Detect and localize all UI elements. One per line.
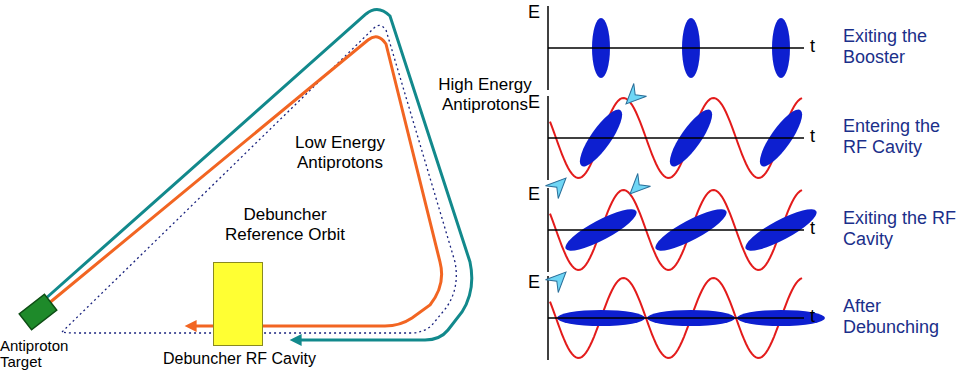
rf-cavity: Debuncher RF Cavity: [213, 262, 263, 346]
target-shape: [16, 292, 60, 332]
beam-label: High Energy Antiprotons: [430, 75, 540, 114]
motion-arrow: [620, 83, 647, 110]
motion-arrow: [624, 173, 651, 200]
orbit-label: Debuncher Reference Orbit: [215, 205, 355, 244]
target-block: Antiproton Target: [16, 292, 60, 332]
axis-label: t: [810, 218, 824, 239]
time-axis: [548, 317, 804, 319]
axis-label: t: [810, 36, 824, 57]
stage-caption: Exiting the RF Cavity: [843, 208, 964, 249]
motion-arrow: [545, 266, 572, 293]
axis-label: E: [528, 92, 544, 113]
phase-space-plots: [545, 6, 825, 360]
time-axis: [548, 229, 804, 231]
stage-caption: Exiting the Booster: [843, 26, 964, 67]
time-axis: [548, 47, 804, 49]
axis-label: E: [528, 272, 544, 293]
time-axis: [548, 137, 804, 139]
motion-arrow: [545, 172, 572, 199]
node-label: Debuncher RF Cavity: [163, 350, 316, 368]
phase-plot: [548, 188, 821, 272]
node-label: Antiproton Target: [0, 338, 84, 370]
stage-caption: Entering the RF Cavity: [843, 116, 964, 157]
axis-label: t: [810, 126, 824, 147]
stage-caption: After Debunching: [843, 296, 964, 337]
phase-plot: [548, 276, 825, 360]
phase-plot: [548, 6, 804, 90]
axis-label: E: [528, 184, 544, 205]
axis-label: t: [810, 306, 824, 327]
beam-label: Low Energy Antiprotons: [285, 133, 395, 172]
axis-label: E: [528, 2, 544, 23]
phase-plot: [548, 96, 809, 180]
